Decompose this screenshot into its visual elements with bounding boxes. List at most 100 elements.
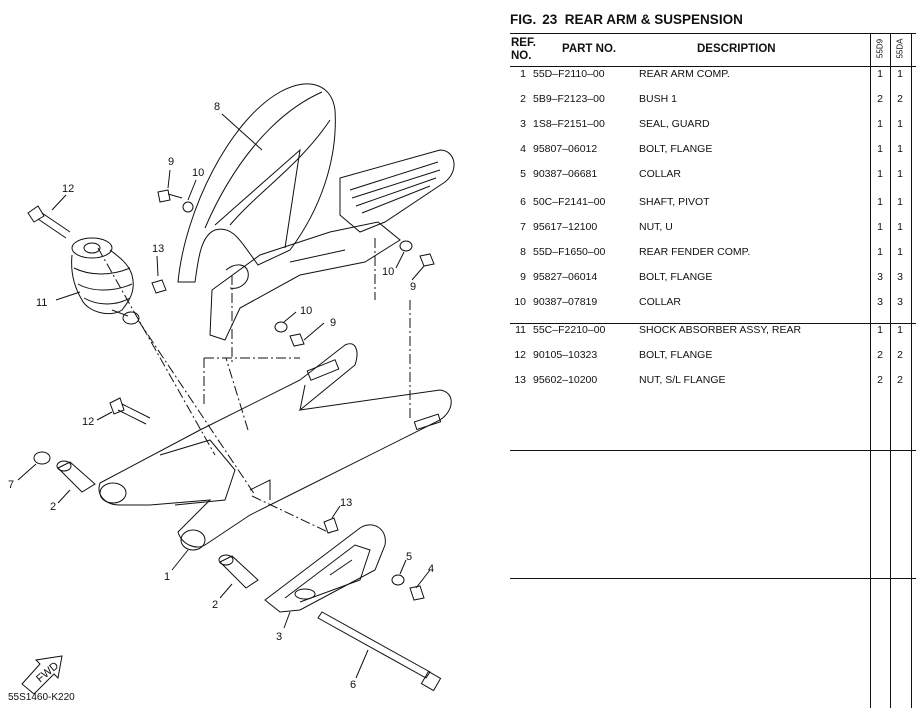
- ref-number: 9: [520, 271, 526, 283]
- qty-55d9: 1: [877, 196, 883, 208]
- part-number: 95602–10200: [533, 374, 598, 386]
- qty-55d9: 1: [877, 168, 883, 180]
- description: NUT, U: [639, 221, 673, 233]
- description: REAR FENDER COMP.: [639, 246, 751, 258]
- part-number: 95617–12100: [533, 221, 598, 233]
- part-number: 1S8–F2151–00: [533, 118, 605, 130]
- qty-55da: 2: [897, 93, 903, 105]
- callout-numbers: 8 9 10 12 13 11 10 9 10 9 12 7 2 13 1 5 …: [8, 101, 434, 703]
- figure-label: FIG.: [510, 12, 537, 27]
- callout-5: 5: [406, 551, 412, 563]
- description: COLLAR: [639, 168, 682, 180]
- description: NUT, S/L FLANGE: [639, 374, 726, 386]
- qty-55d9: 3: [877, 271, 883, 283]
- description: SHAFT, PIVOT: [639, 196, 710, 208]
- callout-7: 7: [8, 479, 14, 491]
- header-ref-no: REF. NO.: [511, 37, 536, 63]
- part-number: 5B9–F2123–00: [533, 93, 605, 105]
- rear-arm-illustration: [98, 343, 452, 551]
- qty-55da: 1: [897, 168, 903, 180]
- table-row: 8 55D–F1650–00 REAR FENDER COMP. 1 1: [505, 246, 916, 260]
- table-top-rule: [510, 33, 916, 34]
- part-number: 50C–F2141–00: [533, 196, 606, 208]
- bolt-12-illustrations: [27, 205, 151, 425]
- qty-55da: 3: [897, 271, 903, 283]
- qty-column-rule: [911, 33, 912, 708]
- callout-4: 4: [428, 563, 434, 575]
- callout-12: 12: [62, 183, 74, 195]
- table-row: 5 90387–06681 COLLAR 1 1: [505, 168, 916, 182]
- qty-55da: 3: [897, 296, 903, 308]
- qty-column-rule: [890, 33, 891, 708]
- ref-number: 12: [514, 349, 526, 361]
- description: SEAL, GUARD: [639, 118, 710, 130]
- group-rule: [510, 323, 916, 324]
- bolt-9-collar-10-illustrations: [157, 189, 435, 347]
- callout-3: 3: [276, 631, 282, 643]
- qty-55da: 1: [897, 246, 903, 258]
- header-part-no: PART NO.: [562, 43, 617, 55]
- table-row: 6 50C–F2141–00 SHAFT, PIVOT 1 1: [505, 196, 916, 210]
- chain-guard-illustration: [339, 149, 455, 233]
- callout-9: 9: [330, 317, 336, 329]
- description: BOLT, FLANGE: [639, 349, 713, 361]
- qty-55d9: 1: [877, 118, 883, 130]
- callout-2: 2: [50, 501, 56, 513]
- description: BOLT, FLANGE: [639, 143, 713, 155]
- group-rule: [510, 450, 916, 451]
- qty-55d9: 2: [877, 93, 883, 105]
- callout-9: 9: [168, 156, 174, 168]
- header-bottom-rule: [510, 66, 916, 67]
- part-number: 90387–06681: [533, 168, 598, 180]
- qty-55da: 2: [897, 374, 903, 386]
- ref-number: 7: [520, 221, 526, 233]
- qty-55da: 1: [897, 196, 903, 208]
- group-rule: [510, 578, 916, 579]
- figure-number: 23: [542, 12, 558, 27]
- qty-55d9: 1: [877, 324, 883, 336]
- qty-55da: 1: [897, 221, 903, 233]
- ref-number: 2: [520, 93, 526, 105]
- header-description: DESCRIPTION: [697, 43, 776, 55]
- callout-10: 10: [300, 305, 312, 317]
- shock-absorber-illustration: [71, 237, 140, 325]
- table-row: 2 5B9–F2123–00 BUSH 1 2 2: [505, 93, 916, 107]
- ref-number: 5: [520, 168, 526, 180]
- callout-13: 13: [152, 243, 164, 255]
- header-model-55d9: 55D9: [875, 38, 885, 59]
- part-number: 95807–06012: [533, 143, 598, 155]
- figure-title: FIG.23 REAR ARM & SUSPENSION: [510, 12, 743, 27]
- description: BOLT, FLANGE: [639, 271, 713, 283]
- callout-13: 13: [340, 497, 352, 509]
- drawing-code: 55S1460-K220: [8, 692, 75, 703]
- header-ref-line2: NO.: [511, 50, 532, 62]
- ref-number: 4: [520, 143, 526, 155]
- table-row: 7 95617–12100 NUT, U 1 1: [505, 221, 916, 235]
- callout-10: 10: [192, 167, 204, 179]
- nut-7-illustration: [33, 451, 51, 465]
- bush-illustrations: [56, 460, 259, 589]
- callout-2: 2: [212, 599, 218, 611]
- description: BUSH 1: [639, 93, 677, 105]
- ref-number: 6: [520, 196, 526, 208]
- qty-55d9: 1: [877, 143, 883, 155]
- fwd-arrow-icon: [21, 655, 63, 695]
- callout-9: 9: [410, 281, 416, 293]
- bolt-4-collar-5-illustrations: [391, 574, 425, 601]
- fender-bracket-illustration: [209, 221, 401, 341]
- qty-55d9: 1: [877, 246, 883, 258]
- part-number: 55D–F1650–00: [533, 246, 606, 258]
- qty-55d9: 1: [877, 221, 883, 233]
- exploded-parts-diagram: 8 9 10 12 13 11 10 9 10 9 12 7 2 13 1 5 …: [8, 83, 455, 703]
- ref-number: 8: [520, 246, 526, 258]
- chain-case-illustration: [264, 524, 386, 613]
- assembly-guide-lines: [97, 238, 411, 534]
- ref-number: 11: [515, 324, 526, 336]
- part-number: 90387–07819: [533, 296, 598, 308]
- callout-6: 6: [350, 679, 356, 691]
- qty-55d9: 2: [877, 349, 883, 361]
